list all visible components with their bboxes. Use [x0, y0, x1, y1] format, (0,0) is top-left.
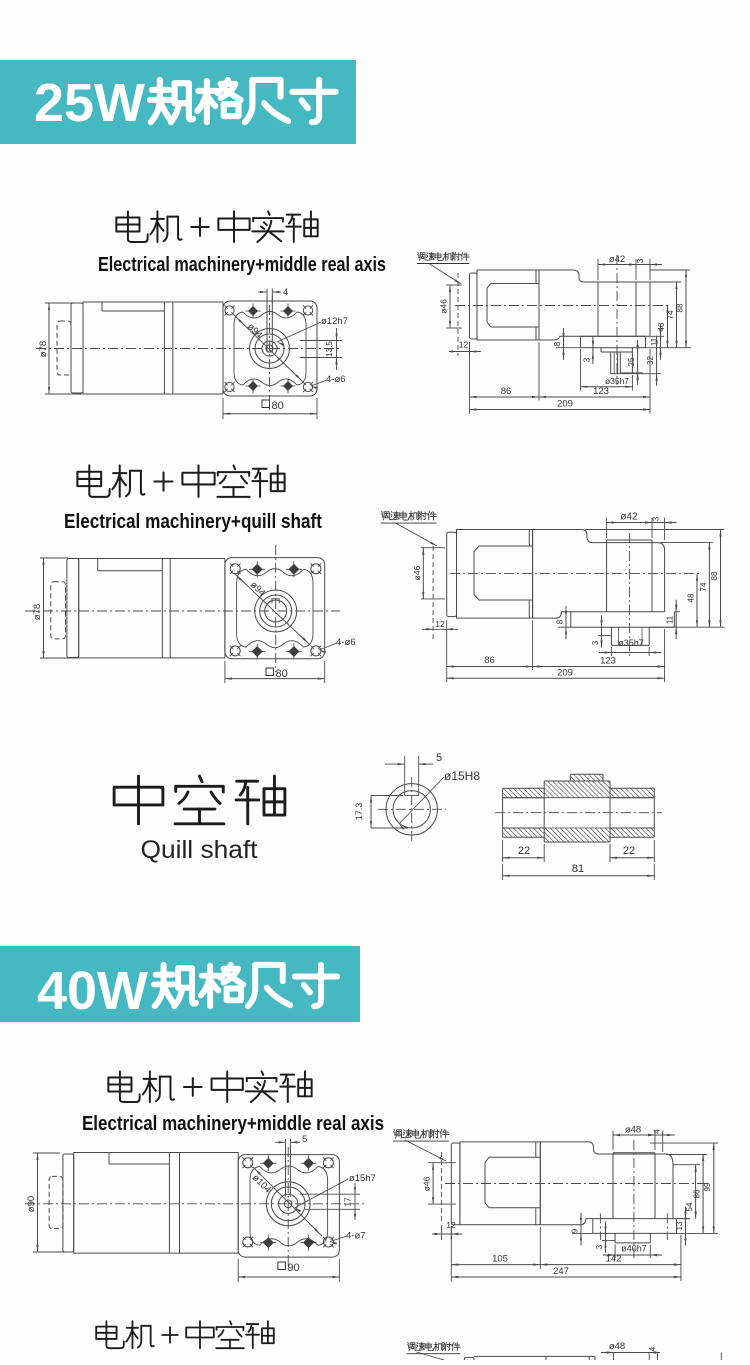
svg-text:Quill shaft: Quill shaft — [141, 836, 258, 864]
svg-text:4: 4 — [283, 287, 288, 298]
svg-text:ø42: ø42 — [620, 512, 638, 523]
svg-text:3: 3 — [595, 1244, 604, 1249]
svg-text:11: 11 — [650, 337, 659, 346]
svg-text:142: 142 — [606, 1254, 622, 1265]
svg-text:209: 209 — [557, 668, 573, 679]
svg-text:ø46: ø46 — [439, 299, 449, 314]
svg-text:54: 54 — [685, 1202, 694, 1211]
svg-text:90: 90 — [287, 1262, 299, 1274]
svg-text:4: 4 — [653, 1129, 662, 1134]
svg-text:ø94: ø94 — [245, 321, 264, 340]
svg-text:Electrical machinery+quill sha: Electrical machinery+quill shaft — [64, 511, 322, 533]
svg-text:86: 86 — [693, 1189, 702, 1198]
svg-text:40: 40 — [657, 322, 666, 331]
svg-text:4-ø6: 4-ø6 — [326, 374, 346, 385]
svg-text:88: 88 — [676, 303, 685, 312]
svg-text:8: 8 — [556, 619, 565, 624]
svg-text:8: 8 — [553, 341, 562, 346]
svg-text:123: 123 — [593, 386, 609, 397]
svg-text:25: 25 — [627, 357, 636, 366]
svg-text:ø15H8: ø15H8 — [444, 769, 480, 783]
svg-text:ø35h7: ø35h7 — [618, 638, 644, 648]
svg-text:123: 123 — [600, 656, 616, 667]
svg-text:25W: 25W — [34, 73, 145, 133]
svg-text:88: 88 — [710, 571, 719, 580]
svg-text:ø78: ø78 — [38, 341, 49, 357]
svg-text:4-ø7: 4-ø7 — [346, 1231, 366, 1242]
svg-text:13: 13 — [675, 1221, 684, 1230]
svg-text:209: 209 — [557, 399, 573, 410]
svg-text:Electrical machinery+middle re: Electrical machinery+middle real axis — [82, 1113, 384, 1135]
svg-text:ø78: ø78 — [32, 604, 43, 620]
svg-text:3: 3 — [652, 516, 661, 521]
svg-text:ø46: ø46 — [422, 1176, 432, 1191]
svg-text:86: 86 — [484, 655, 495, 666]
svg-text:80: 80 — [276, 668, 288, 680]
svg-text:80: 80 — [272, 400, 284, 412]
svg-text:9: 9 — [571, 1228, 580, 1233]
svg-text:3: 3 — [636, 258, 645, 263]
svg-text:ø48: ø48 — [609, 1341, 625, 1352]
svg-text:5: 5 — [302, 1134, 307, 1145]
svg-text:32: 32 — [646, 356, 655, 365]
svg-text:3: 3 — [591, 640, 600, 645]
svg-text:22: 22 — [518, 845, 530, 857]
svg-text:Electrical machinery+middle re: Electrical machinery+middle real axis — [98, 254, 386, 276]
svg-text:17.3: 17.3 — [354, 803, 364, 821]
svg-text:81: 81 — [572, 863, 584, 875]
svg-text:ø15h7: ø15h7 — [349, 1173, 376, 1184]
svg-text:ø46: ø46 — [412, 565, 422, 580]
svg-text:86: 86 — [501, 386, 512, 397]
svg-text:74: 74 — [666, 310, 675, 319]
svg-text:12: 12 — [435, 619, 445, 629]
svg-text:11: 11 — [666, 615, 675, 624]
svg-text:105: 105 — [492, 1254, 508, 1265]
svg-text:ø48: ø48 — [625, 1125, 641, 1136]
svg-text:5: 5 — [436, 752, 442, 764]
svg-text:247: 247 — [553, 1266, 569, 1277]
svg-text:74: 74 — [699, 582, 708, 591]
svg-text:ø12h7: ø12h7 — [321, 316, 348, 327]
svg-text:4: 4 — [648, 1346, 657, 1351]
svg-text:22: 22 — [623, 845, 635, 857]
svg-text:99: 99 — [703, 1182, 712, 1191]
svg-text:3: 3 — [583, 357, 592, 362]
svg-text:40W: 40W — [37, 961, 148, 1021]
svg-text:17: 17 — [344, 1197, 353, 1206]
svg-text:ø94: ø94 — [248, 579, 267, 598]
svg-text:48: 48 — [687, 593, 696, 602]
svg-text:12: 12 — [446, 1220, 456, 1230]
svg-text:12: 12 — [459, 340, 469, 350]
svg-text:4-ø6: 4-ø6 — [336, 637, 356, 648]
